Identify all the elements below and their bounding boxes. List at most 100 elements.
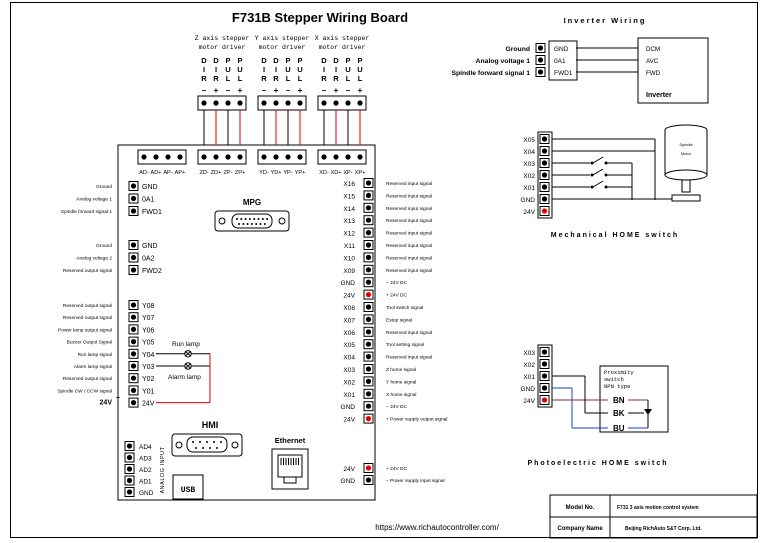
wire-label-bu: BU — [613, 424, 625, 433]
mech-home-terminal-dot — [541, 160, 548, 166]
mech-home-pin: X02 — [523, 173, 535, 180]
hmi-pin — [202, 447, 204, 449]
proximity-switch-box — [599, 365, 669, 433]
controller-board — [117, 144, 376, 501]
mpg-pin — [250, 223, 253, 225]
switch-contact-icon — [604, 161, 608, 165]
driver-caption: Y axis stepper — [255, 35, 310, 42]
left-group3-terminal-dot — [130, 302, 137, 308]
input-terminal-dot — [365, 304, 372, 310]
input-pin: X14 — [343, 206, 355, 213]
mpg-label: MPG — [243, 198, 261, 207]
driver-pin-letter: R — [273, 74, 279, 83]
input-label: Tool setting signal — [386, 342, 424, 348]
driver-pin-letter: R — [261, 74, 267, 83]
mech-home-terminal-dot — [541, 196, 548, 202]
a-port-pin-label: AP- — [163, 170, 172, 176]
driver-polarity: − — [226, 86, 231, 95]
input-terminal-dot — [365, 316, 372, 322]
input-pin: X06 — [343, 330, 355, 337]
company-label: Company Name — [557, 526, 603, 532]
hmi-shell — [186, 436, 228, 453]
driver-terminal — [273, 100, 279, 106]
sensor-label: Proximity — [604, 369, 634, 376]
left-group3-terminal-dot — [130, 314, 137, 320]
inverter-terminal-dot — [537, 45, 544, 51]
left-group1-label: Ground — [96, 184, 112, 190]
left-group3-pin: Y03 — [142, 364, 155, 371]
driver-terminal — [345, 100, 351, 106]
x-port-pin-label: XD- — [319, 170, 329, 176]
mpg-pin — [244, 218, 247, 220]
lamp-cross — [184, 363, 192, 369]
driver-pin-letter: U — [345, 65, 350, 74]
driver-caption: motor driver — [319, 44, 366, 51]
driver-polarity: + — [298, 86, 303, 95]
a-port-pin-label: AD+ — [150, 170, 161, 176]
driver-pin-letter: I — [323, 65, 325, 74]
analog-input-terminal-dot — [126, 477, 133, 484]
power-label: − Power supply input signal — [386, 478, 445, 484]
spindle-clamp — [671, 194, 701, 202]
input-pin: X05 — [343, 342, 355, 349]
switch-blade — [592, 168, 604, 176]
left-group3-label: Alarm lamp signal — [74, 364, 112, 370]
mech-home-terminal-dot — [541, 172, 548, 178]
driver-polarity: − — [202, 86, 207, 95]
left-group1-terminal-dot — [130, 208, 137, 214]
input-terminal-dot — [365, 230, 372, 236]
left-group3-terminal-dot — [130, 400, 137, 406]
input-pin: X16 — [343, 181, 355, 188]
input-pin: GND — [341, 280, 356, 287]
driver-terminal — [285, 100, 291, 106]
run-lamp-label: Run lamp — [172, 341, 200, 348]
left-group3-label: Run lamp signal — [78, 352, 112, 358]
power-terminal-dot — [365, 465, 372, 471]
input-terminal-dot — [365, 366, 372, 372]
mpg-pin — [259, 223, 262, 225]
spindle-label: Motor — [681, 151, 692, 156]
driver-pin-letter: L — [358, 74, 363, 83]
driver-caption: motor driver — [259, 44, 306, 51]
plus-sign: + — [116, 393, 121, 402]
usb-port — [172, 474, 204, 500]
driver-pin-letter: D — [201, 56, 207, 65]
input-label: Z home signal — [386, 367, 416, 373]
a-port-terminal — [177, 154, 183, 160]
photo-home-terminal-dot — [541, 397, 548, 403]
driver-pin-letter: P — [357, 56, 362, 65]
driver-polarity: + — [358, 86, 363, 95]
driver-pin-letter: P — [345, 56, 350, 65]
driver-pin-letter: I — [203, 65, 205, 74]
ethernet-label: Ethernet — [275, 436, 306, 445]
wire-label-bn: BN — [613, 396, 625, 405]
mpg-screw — [218, 217, 226, 225]
left-group3-pin: 24V — [142, 401, 155, 408]
hmi-pin — [209, 447, 211, 449]
input-pin: X08 — [343, 305, 355, 312]
mpg-pin — [238, 223, 240, 225]
input-terminal-dot — [365, 192, 372, 198]
z-port-pin-label: ZP- — [223, 170, 232, 176]
photo-home-pin: X01 — [523, 374, 535, 381]
input-label: Reserved input signal — [386, 355, 432, 361]
driver-pin-letter: L — [346, 74, 351, 83]
sensor-label: switch — [604, 376, 624, 383]
driver-polarity: + — [214, 86, 219, 95]
left-group2-label: Analog voltage 2 — [76, 256, 112, 262]
inverter-box-label: Inverter — [646, 92, 672, 99]
driver-pin-letter: U — [237, 65, 242, 74]
switch-blade — [592, 180, 604, 188]
mpg-pin — [253, 218, 256, 220]
mpg-pin — [246, 223, 249, 225]
input-pin: X13 — [343, 218, 355, 225]
analog-input-terminal-dot — [126, 466, 133, 472]
input-terminal-dot — [365, 205, 372, 211]
driver-pin-letter: R — [321, 74, 327, 83]
driver-pin-letter: U — [357, 65, 362, 74]
input-terminal-dot — [365, 329, 372, 335]
a-port-terminal — [165, 154, 171, 160]
switch-contact-icon — [604, 185, 608, 189]
inverter-pin: 0A1 — [554, 58, 566, 65]
power-pin: GND — [341, 478, 356, 485]
